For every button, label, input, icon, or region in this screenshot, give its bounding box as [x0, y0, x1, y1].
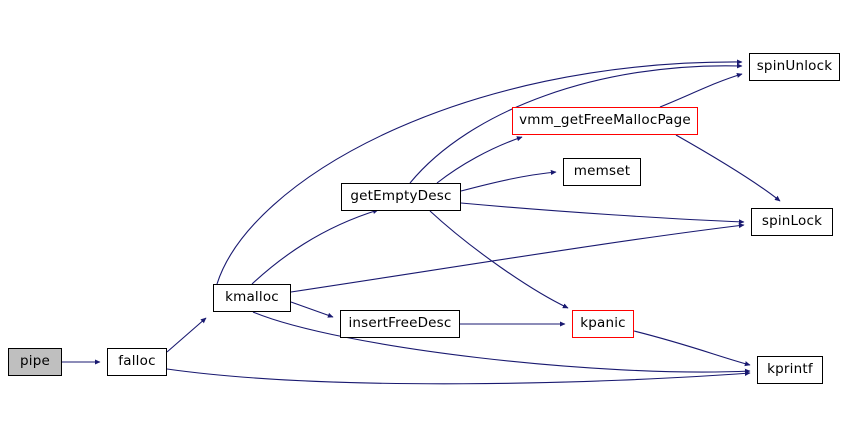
edge-getEmptyDesc-to-memset [460, 169, 557, 192]
edge-falloc-to-kprintf [166, 368, 751, 385]
node-label: kprintf [767, 361, 813, 378]
node-spinUnlock[interactable]: spinUnlock [749, 53, 840, 81]
edge-getEmptyDesc-to-kpanic [429, 210, 569, 309]
node-label: kmalloc [225, 289, 279, 306]
node-kmalloc[interactable]: kmalloc [213, 284, 291, 312]
edge-kmalloc-to-getEmptyDesc [251, 209, 379, 285]
node-getEmptyDesc[interactable]: getEmptyDesc [341, 183, 461, 211]
edge-kmalloc-to-kprintf [252, 311, 751, 374]
node-kprintf[interactable]: kprintf [757, 356, 823, 384]
node-label: getEmptyDesc [350, 188, 452, 205]
node-label: memset [573, 163, 631, 180]
node-label: vmm_getFreeMallocPage [519, 112, 691, 129]
node-spinLock[interactable]: spinLock [751, 208, 833, 236]
node-label: kpanic [580, 315, 626, 332]
node-label: pipe [20, 353, 50, 370]
node-vmm_getFreeMallocPage[interactable]: vmm_getFreeMallocPage [512, 107, 698, 135]
edge-getEmptyDesc-to-vmm_getFreeMallocPage [436, 136, 523, 184]
edge-kpanic-to-kprintf [633, 330, 751, 367]
edge-vmm_getFreeMallocPage-to-spinUnlock [659, 72, 743, 108]
node-label: falloc [118, 353, 156, 370]
node-insertFreeDesc[interactable]: insertFreeDesc [340, 310, 460, 338]
node-memset[interactable]: memset [563, 158, 641, 186]
node-label: insertFreeDesc [348, 315, 452, 332]
node-falloc[interactable]: falloc [107, 348, 167, 376]
edge-kmalloc-to-spinUnlock [216, 59, 743, 285]
edge-vmm_getFreeMallocPage-to-spinLock [675, 134, 781, 202]
edge-kmalloc-to-insertFreeDesc [290, 301, 334, 318]
node-pipe[interactable]: pipe [8, 348, 62, 376]
edge-falloc-to-kmalloc [166, 317, 207, 353]
node-label: spinUnlock [756, 58, 833, 75]
node-kpanic[interactable]: kpanic [572, 310, 634, 338]
edge-getEmptyDesc-to-spinLock [460, 202, 745, 225]
node-label: spinLock [761, 213, 823, 230]
edge-getEmptyDesc-to-spinUnlock [409, 63, 743, 184]
edge-kmalloc-to-spinLock [290, 223, 745, 293]
